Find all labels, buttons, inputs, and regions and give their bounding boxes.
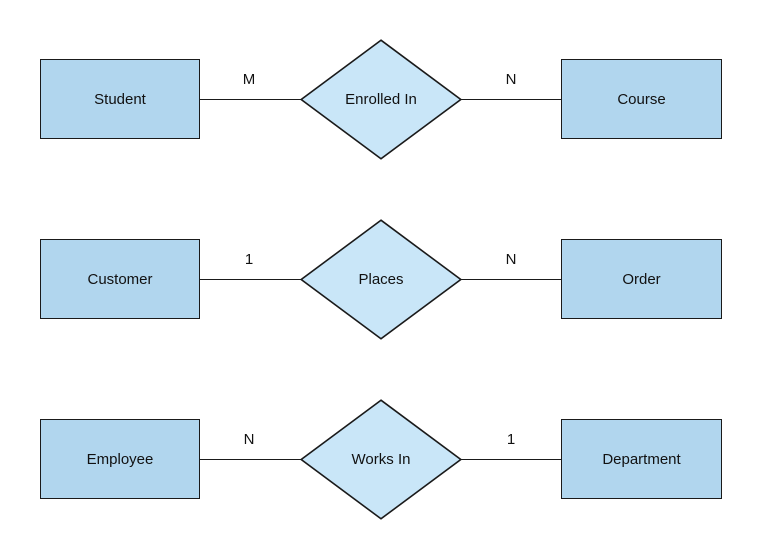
- connector-line-left: [200, 98, 301, 100]
- diamond-shape-icon: [300, 399, 462, 520]
- entity-student[interactable]: Student: [40, 59, 200, 139]
- entity-order[interactable]: Order: [561, 239, 722, 319]
- relationship-diamond-enrolled-in[interactable]: [300, 39, 462, 160]
- entity-label: Student: [94, 90, 146, 108]
- entity-course[interactable]: Course: [561, 59, 722, 139]
- diamond-shape-icon: [300, 219, 462, 340]
- entity-label: Employee: [86, 450, 154, 468]
- er-row-employee-department: Employee N Works In 1 Department: [0, 399, 761, 520]
- entity-label: Department: [602, 450, 681, 468]
- connector-line-left: [200, 278, 301, 280]
- entity-label: Customer: [87, 270, 153, 288]
- cardinality-label-left: M: [242, 71, 256, 88]
- connector-line-left: [200, 458, 301, 460]
- entity-department[interactable]: Department: [561, 419, 722, 499]
- er-row-student-course: Student M Enrolled In N Course: [0, 39, 761, 160]
- diamond-shape-icon: [300, 39, 462, 160]
- entity-label: Order: [622, 270, 661, 288]
- entity-customer[interactable]: Customer: [40, 239, 200, 319]
- er-row-customer-order: Customer 1 Places N Order: [0, 219, 761, 340]
- cardinality-label-right: N: [505, 71, 517, 88]
- connector-line-right: [460, 458, 561, 460]
- cardinality-label-left: 1: [244, 251, 254, 268]
- entity-label: Course: [617, 90, 666, 108]
- cardinality-label-right: N: [505, 251, 517, 268]
- connector-line-right: [460, 98, 561, 100]
- connector-line-right: [460, 278, 561, 280]
- cardinality-label-left: N: [243, 431, 255, 448]
- relationship-diamond-works-in[interactable]: [300, 399, 462, 520]
- relationship-diamond-places[interactable]: [300, 219, 462, 340]
- entity-employee[interactable]: Employee: [40, 419, 200, 499]
- cardinality-label-right: 1: [506, 431, 516, 448]
